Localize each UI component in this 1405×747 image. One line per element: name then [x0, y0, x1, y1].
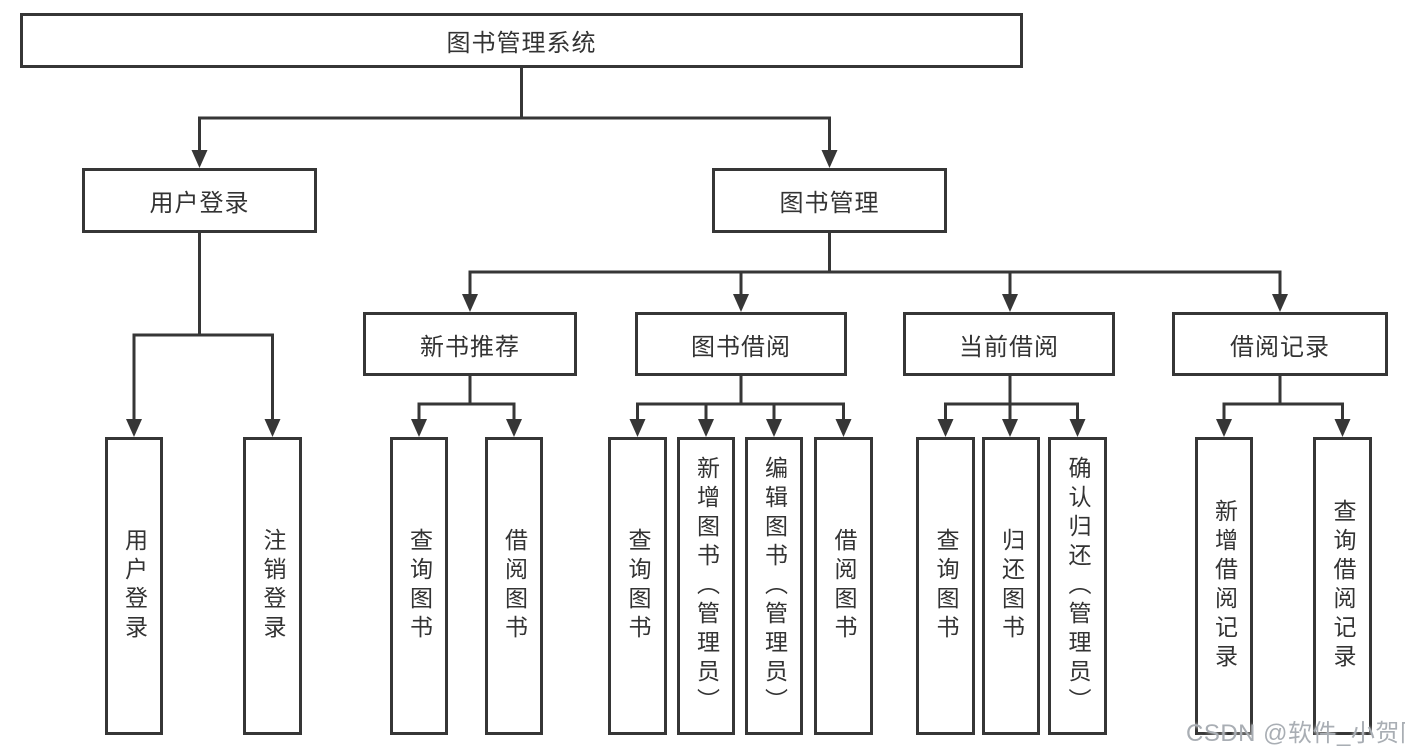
leaf-return-books: 归还图书: [982, 437, 1040, 735]
leaf-borrow-books: 借阅图书: [814, 437, 873, 735]
connector-records-to-leaves: [1222, 376, 1344, 420]
node-label: 图书借阅: [691, 333, 791, 361]
leaf-label: 查询图书: [406, 528, 433, 644]
leaf-newbooks-borrow-books: 借阅图书: [485, 437, 543, 735]
node-new-book-recommendation: 新书推荐: [363, 312, 577, 376]
leaf-label: 借阅图书: [501, 528, 528, 644]
leaf-label: 查询借阅记录: [1330, 499, 1356, 673]
leaf-label: 借阅图书: [831, 528, 857, 644]
leaf-confirm-return-admin: 确认归还（管理员）: [1048, 437, 1107, 735]
node-borrowing-records: 借阅记录: [1172, 312, 1388, 376]
node-label: 新书推荐: [420, 333, 520, 361]
leaf-label: 新增图书（管理员）: [693, 455, 720, 717]
node-library-management-system: 图书管理系统: [20, 13, 1023, 68]
leaf-label: 注销登录: [260, 528, 286, 644]
leaf-label: 归还图书: [998, 528, 1025, 644]
connector-bookborrow-to-leaves: [636, 376, 845, 420]
node-current-borrowing: 当前借阅: [903, 312, 1115, 376]
leaf-label: 确认归还（管理员）: [1065, 455, 1091, 717]
leaf-current-query-books: 查询图书: [916, 437, 975, 735]
leaf-label: 查询图书: [625, 528, 651, 644]
node-label: 借阅记录: [1230, 333, 1330, 361]
leaf-label: 编辑图书（管理员）: [761, 455, 788, 717]
leaf-add-borrow-record: 新增借阅记录: [1195, 437, 1253, 735]
leaf-user-login: 用户登录: [105, 437, 163, 735]
connector-newbooks-to-leaves: [417, 376, 516, 420]
connector-root-to-level2: [198, 68, 831, 150]
leaf-label: 查询图书: [933, 528, 959, 644]
node-book-borrowing: 图书借阅: [635, 312, 847, 376]
connector-bookmgmt-to-level3: [468, 233, 1282, 295]
node-user-login: 用户登录: [82, 168, 317, 233]
csdn-watermark: CSDN @软件_小贺同学: [1186, 720, 1405, 747]
leaf-newbooks-query-books: 查询图书: [390, 437, 448, 735]
node-label: 图书管理: [779, 190, 880, 217]
leaf-borrow-query-books: 查询图书: [608, 437, 667, 735]
leaf-edit-book-admin: 编辑图书（管理员）: [745, 437, 803, 735]
node-label: 用户登录: [149, 190, 250, 217]
leaf-query-borrow-record: 查询借阅记录: [1313, 437, 1372, 735]
leaf-add-book-admin: 新增图书（管理员）: [677, 437, 735, 735]
leaf-logout: 注销登录: [243, 437, 302, 735]
connector-currentborrow-to-leaves: [944, 376, 1079, 420]
node-book-management: 图书管理: [712, 168, 947, 233]
leaf-label: 新增借阅记录: [1211, 499, 1238, 673]
node-label: 图书管理系统: [446, 30, 597, 57]
leaf-label: 用户登录: [121, 528, 148, 644]
node-label: 当前借阅: [959, 333, 1059, 361]
connector-userlogin-to-leaves: [132, 233, 274, 420]
